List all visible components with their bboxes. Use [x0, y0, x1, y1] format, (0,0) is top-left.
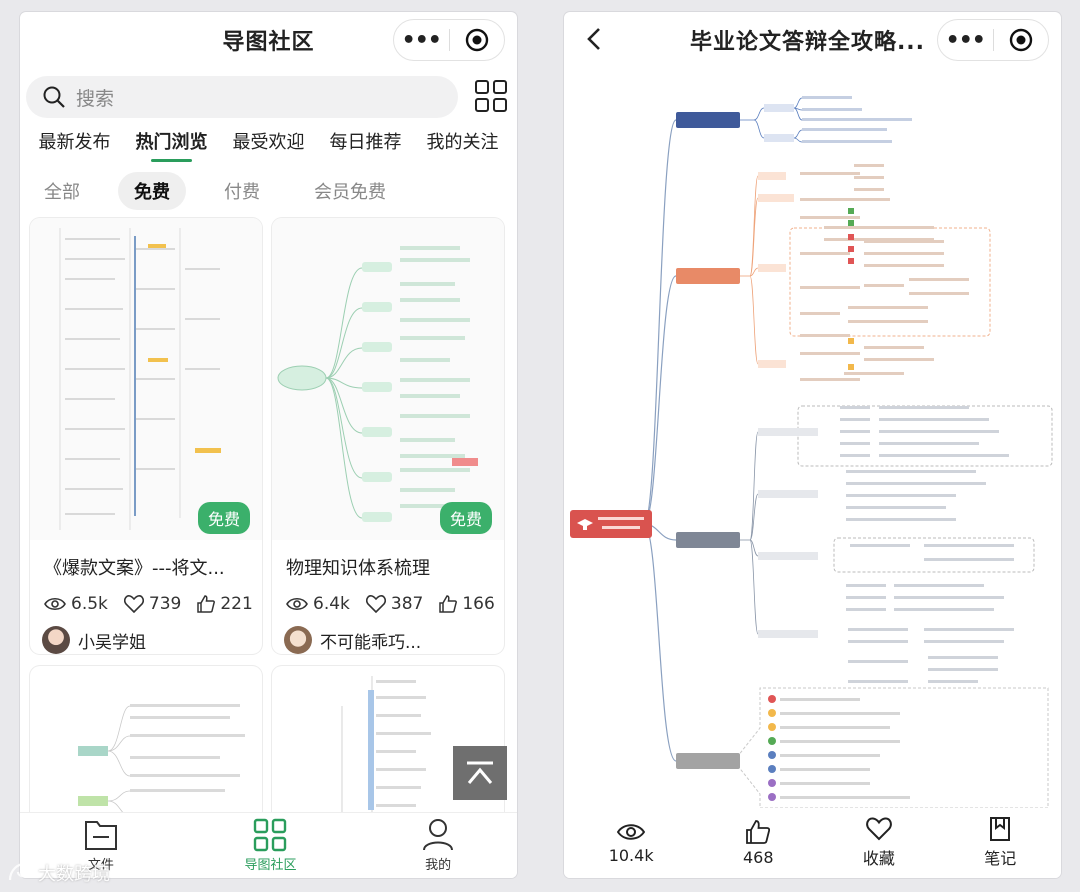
heart-icon [123, 595, 144, 613]
like-count: 387 [390, 594, 424, 614]
watermark-text: 大数跨境 [38, 864, 110, 885]
search-input[interactable]: 搜索 [26, 76, 458, 118]
chip-member-free[interactable]: 会员免费 [314, 182, 386, 203]
mindmap-canvas[interactable] [564, 68, 1061, 809]
nav-label: 我的 [425, 858, 452, 873]
view-count: 6.4k [313, 594, 350, 614]
like-count: 739 [148, 594, 182, 614]
tab-following[interactable]: 我的关注 [426, 132, 499, 153]
card-title: 《爆款文案》---将文... [44, 558, 225, 579]
tab-popular[interactable]: 最受欢迎 [232, 132, 305, 153]
bookmark-icon [990, 817, 1011, 841]
card-stats: 6.4k 387 166 [286, 594, 504, 614]
author-name: 小吴学姐 [78, 632, 146, 653]
community-screen: 导图社区 ••• 搜索 最新发布 热门浏览 最受欢迎 每日推荐 我的关注 全部 … [20, 12, 517, 878]
favorite-button[interactable]: 收藏 [863, 817, 895, 869]
card-author[interactable]: 不可能乖巧... [284, 626, 504, 654]
page-title: 导图社区 [222, 30, 315, 55]
grid-icon [254, 818, 287, 852]
mindmap-card[interactable]: 免费 《爆款文案》---将文... 6.5k 739 221 小吴学姐 [30, 218, 262, 654]
tab-hot[interactable]: 热门浏览 [136, 128, 208, 162]
close-target-icon[interactable] [450, 28, 505, 52]
free-badge: 免费 [439, 502, 492, 534]
card-thumbnail: 免费 [30, 218, 262, 540]
mindmap-card[interactable] [30, 666, 262, 826]
back-icon[interactable] [582, 26, 608, 52]
card-thumbnail [341, 676, 431, 826]
thumbs-label: 468 [742, 847, 774, 867]
mini-program-capsule: ••• [937, 19, 1049, 61]
thumbs-count: 221 [220, 594, 253, 614]
search-placeholder: 搜索 [76, 87, 115, 110]
user-icon [423, 819, 454, 851]
notes-button[interactable]: 笔记 [984, 817, 1016, 869]
chip-all[interactable]: 全部 [44, 182, 80, 203]
category-grid-icon[interactable] [473, 78, 509, 114]
author-name: 不可能乖巧... [320, 632, 422, 653]
arrow-up-icon [467, 761, 493, 784]
avatar [42, 626, 70, 654]
close-target-icon[interactable] [994, 28, 1049, 52]
card-stats: 6.5k 739 221 [44, 594, 262, 614]
nav-label: 导图社区 [244, 858, 297, 873]
heart-icon [866, 817, 892, 841]
views-label: 10.4k [608, 845, 654, 865]
eye-icon [617, 823, 646, 840]
mindmap-detail-screen: 毕业论文答辩全攻略... ••• [564, 12, 1061, 878]
nav-profile[interactable]: 我的 [422, 818, 454, 873]
thumbs-up-button[interactable]: 468 [742, 819, 774, 867]
eye-icon [44, 597, 66, 611]
thumbs-up-icon [197, 595, 216, 613]
eye-icon [286, 597, 308, 611]
top-bar: 毕业论文答辩全攻略... ••• [564, 12, 1061, 68]
card-thumbnail [78, 704, 245, 817]
view-count: 6.5k [71, 594, 108, 614]
bottom-navigation: 文件 导图社区 我的 [20, 812, 517, 878]
search-icon [43, 86, 65, 108]
heart-icon [365, 595, 386, 613]
price-filter: 全部 免费 付费 会员免费 [28, 172, 402, 210]
card-author[interactable]: 小吴学姐 [42, 626, 262, 654]
free-badge: 免费 [197, 502, 250, 534]
nav-community[interactable]: 导图社区 [244, 818, 297, 873]
sort-tabs: 最新发布 热门浏览 最受欢迎 每日推荐 我的关注 [20, 128, 517, 162]
top-bar: 导图社区 ••• [20, 12, 517, 68]
more-icon[interactable]: ••• [945, 27, 986, 53]
chip-free[interactable]: 免费 [118, 172, 186, 210]
nav-files[interactable]: 文件 [83, 818, 119, 873]
card-title: 物理知识体系梳理 [286, 558, 430, 579]
mini-program-capsule: ••• [393, 19, 505, 61]
page-title: 毕业论文答辩全攻略... [689, 30, 926, 55]
views-stat: 10.4k [609, 822, 654, 865]
thumbs-up-icon [746, 819, 771, 844]
tab-daily[interactable]: 每日推荐 [329, 132, 402, 153]
folder-icon [84, 821, 117, 850]
more-icon[interactable]: ••• [401, 27, 442, 53]
avatar [284, 626, 312, 654]
mindmap-card[interactable]: 免费 物理知识体系梳理 6.4k 387 166 不可能乖巧... [272, 218, 504, 654]
card-thumbnail: 免费 [272, 218, 504, 540]
back-to-top-button[interactable] [453, 746, 507, 800]
watermark-logo-icon [8, 862, 32, 881]
notes-label: 笔记 [984, 849, 1017, 868]
detail-action-bar: 10.4k 468 收藏 笔记 [564, 808, 1061, 878]
favorite-label: 收藏 [862, 849, 895, 868]
thumbs-up-icon [439, 595, 458, 613]
thumbs-count: 166 [462, 594, 495, 614]
chip-paid[interactable]: 付费 [224, 182, 260, 203]
nav-label: 文件 [87, 858, 114, 873]
watermark: 大数跨境 [8, 860, 110, 886]
tab-latest[interactable]: 最新发布 [38, 132, 111, 153]
